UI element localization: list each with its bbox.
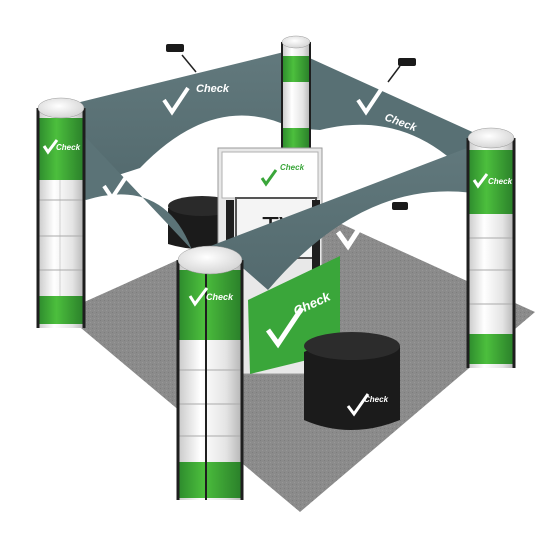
monitor-logo-text: Check: [280, 163, 305, 172]
spotlight-right: [387, 58, 416, 83]
tower-back-center: [281, 35, 311, 154]
tower-logo-text: Check: [206, 292, 234, 302]
counter-logo: Check: [346, 393, 389, 417]
tower-front-logo: Check: [188, 287, 234, 307]
tower-left-logo: Check: [42, 139, 81, 155]
canopy-front-right: [200, 140, 490, 290]
canopy-logo-back-left: Check: [162, 83, 230, 116]
monitor-header-logo: Check: [260, 163, 305, 187]
tower-right: Check: [466, 127, 516, 368]
tower-front: Check: [176, 245, 244, 500]
tower-left: Check: [36, 97, 86, 328]
canopy-back-right: [292, 50, 490, 200]
canopy-front-left: [62, 112, 196, 262]
counter-front: Check: [304, 332, 400, 430]
counter-logo-text: Check: [364, 395, 389, 404]
spotlight-left: [166, 44, 197, 73]
tower-logo-text: Check: [488, 177, 513, 186]
spotlight-front-right: [392, 202, 408, 210]
canopy-logo-text: Check: [116, 196, 145, 225]
tower-logo-text: Check: [56, 143, 81, 152]
canopy-back-left: [56, 50, 292, 188]
canopy-logo-text: Check: [196, 83, 230, 95]
tower-right-logo: Check: [472, 173, 513, 189]
